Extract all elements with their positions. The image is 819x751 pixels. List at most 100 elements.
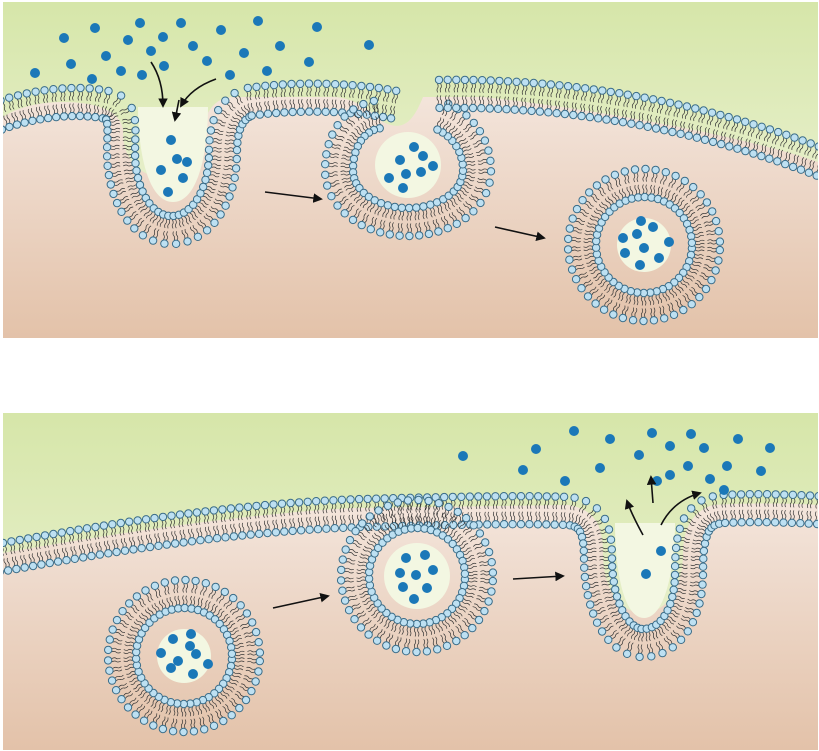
molecule-dot-icon: [560, 476, 570, 486]
molecule-dot-icon: [304, 57, 314, 67]
molecule-dot-icon: [176, 18, 186, 28]
molecule-dot-icon: [395, 155, 405, 165]
lipid-heads: [103, 575, 265, 737]
molecule-dot-icon: [595, 463, 605, 473]
molecule-dot-icon: [158, 32, 168, 42]
plasma-membrane: [3, 490, 818, 737]
molecule-dot-icon: [569, 426, 579, 436]
molecule-dot-icon: [398, 183, 408, 193]
molecule-dot-icon: [665, 441, 675, 451]
molecule-dot-icon: [239, 48, 249, 58]
molecule-dot-icon: [605, 434, 615, 444]
molecule-dot-icon: [418, 151, 428, 161]
molecule-dot-icon: [722, 461, 732, 471]
exocytosis-diagram: [3, 413, 818, 750]
lipid-heads: [336, 495, 498, 657]
molecule-dot-icon: [178, 173, 188, 183]
molecule-dot-icon: [156, 165, 166, 175]
molecules-outside: [30, 16, 374, 84]
arrow-right-icon: [272, 592, 330, 609]
molecule-dot-icon: [618, 233, 628, 243]
molecule-dot-icon: [756, 466, 766, 476]
molecule-dot-icon: [202, 56, 212, 66]
molecule-dot-icon: [188, 669, 198, 679]
molecule-dot-icon: [225, 70, 235, 80]
molecule-dot-icon: [185, 641, 195, 651]
molecules-in-pit: [156, 135, 192, 197]
molecule-dot-icon: [87, 74, 97, 84]
molecule-dot-icon: [686, 429, 696, 439]
molecule-dot-icon: [123, 35, 133, 45]
molecule-dot-icon: [188, 41, 198, 51]
molecule-dot-icon: [203, 659, 213, 669]
molecule-dot-icon: [719, 485, 729, 495]
molecule-dot-icon: [156, 648, 166, 658]
molecule-dot-icon: [656, 546, 666, 556]
arrow-right-icon: [171, 99, 182, 122]
lipid-tails: [328, 104, 488, 233]
molecule-dot-icon: [398, 582, 408, 592]
molecule-dot-icon: [518, 465, 528, 475]
molecule-dot-icon: [422, 583, 432, 593]
molecule-dot-icon: [116, 66, 126, 76]
molecule-dot-icon: [216, 25, 226, 35]
lipid-tails: [344, 503, 490, 649]
molecule-dot-icon: [395, 568, 405, 578]
molecule-dot-icon: [635, 260, 645, 270]
lipid-tails: [3, 499, 567, 568]
arrow-right-icon: [494, 226, 546, 242]
molecule-dot-icon: [409, 594, 419, 604]
molecule-dot-icon: [364, 40, 374, 50]
molecule-dot-icon: [665, 470, 675, 480]
process-arrows: [150, 61, 546, 242]
molecule-dot-icon: [639, 243, 649, 253]
molecules-in-bud: [384, 142, 438, 193]
molecule-dot-icon: [173, 656, 183, 666]
molecules-released: [458, 426, 775, 495]
molecule-dot-icon: [647, 428, 657, 438]
endocytosis-diagram: [3, 2, 818, 338]
molecule-dot-icon: [384, 173, 394, 183]
molecule-dot-icon: [59, 33, 69, 43]
lipid-tails: [436, 83, 818, 172]
molecule-dot-icon: [262, 66, 272, 76]
lipid-tails: [568, 497, 818, 654]
molecule-dot-icon: [312, 22, 322, 32]
molecules-in-docking-vesicle: [395, 550, 438, 604]
molecule-dot-icon: [641, 569, 651, 579]
lipid-tails: [111, 583, 257, 729]
molecule-dot-icon: [90, 23, 100, 33]
molecule-dot-icon: [705, 474, 715, 484]
lipid-heads: [321, 96, 496, 241]
molecule-dot-icon: [654, 253, 664, 263]
molecule-dot-icon: [186, 629, 196, 639]
lipid-heads: [565, 490, 818, 662]
arrow-right-icon: [624, 499, 644, 536]
endocytosis-panel: [3, 2, 818, 338]
molecule-dot-icon: [620, 248, 630, 258]
arrow-right-icon: [264, 191, 323, 203]
molecule-dot-icon: [137, 70, 147, 80]
molecule-dot-icon: [66, 59, 76, 69]
molecule-dot-icon: [733, 434, 743, 444]
molecules-in-pore: [641, 546, 666, 579]
lipid-heads: [3, 492, 569, 575]
molecule-dot-icon: [166, 663, 176, 673]
lipid-tails: [3, 87, 398, 241]
molecule-dot-icon: [401, 169, 411, 179]
molecule-dot-icon: [416, 167, 426, 177]
molecule-dot-icon: [168, 634, 178, 644]
molecule-dot-icon: [765, 443, 775, 453]
molecule-dot-icon: [253, 16, 263, 26]
molecule-dot-icon: [182, 157, 192, 167]
arrow-right-icon: [180, 78, 217, 108]
molecule-dot-icon: [146, 46, 156, 56]
molecule-dot-icon: [458, 451, 468, 461]
plasma-membrane: [3, 75, 818, 326]
molecules-in-vesicle: [156, 629, 213, 679]
lipid-tails: [571, 172, 717, 318]
molecule-dot-icon: [191, 649, 201, 659]
process-arrows: [272, 475, 702, 609]
molecule-dot-icon: [166, 135, 176, 145]
molecule-dot-icon: [30, 68, 40, 78]
